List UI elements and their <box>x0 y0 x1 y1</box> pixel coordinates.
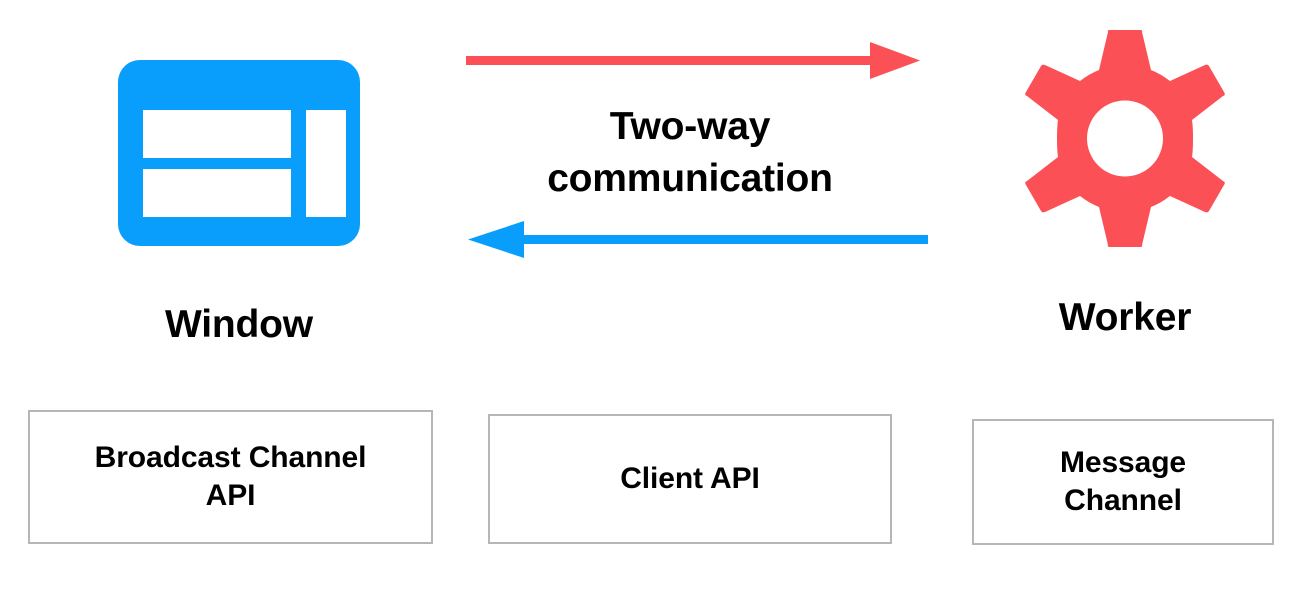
api-box-label: Broadcast Channel API <box>94 440 367 512</box>
arrow-window-to-worker <box>466 40 920 82</box>
two-way-communication-caption: Two-way communication <box>547 105 833 200</box>
gear-icon <box>1020 30 1230 247</box>
api-box-label: Client API <box>620 461 760 495</box>
api-box-message-channel: Message Channel <box>972 419 1274 545</box>
api-box-client-api: Client API <box>488 414 892 544</box>
arrow-worker-to-window <box>466 219 928 261</box>
api-box-label: Message Channel <box>1059 445 1187 517</box>
browser-window-icon <box>118 60 360 246</box>
api-box-broadcast-channel-api: Broadcast Channel API <box>28 410 433 544</box>
node-label-window: Window <box>165 303 313 346</box>
node-label-worker: Worker <box>1058 296 1192 339</box>
